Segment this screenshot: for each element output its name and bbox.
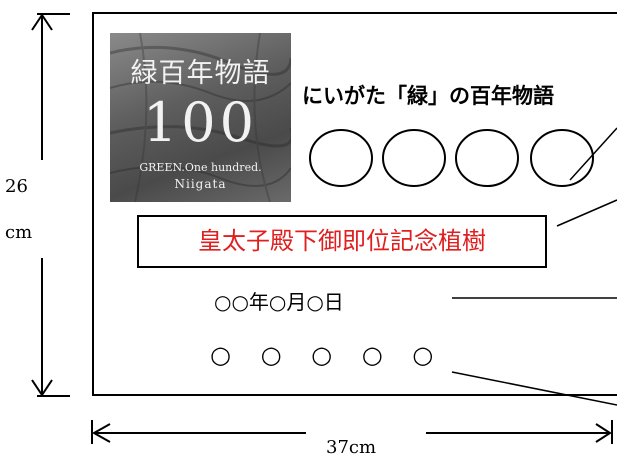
- logo-number: 100: [142, 91, 259, 154]
- planter-name-placeholder: ○ ○ ○ ○ ○: [210, 341, 445, 369]
- green-100-logo: 緑百年物語 100 GREEN.One hundred. Niigata: [110, 33, 291, 202]
- name-circle: [309, 129, 373, 187]
- width-label: 37cm: [326, 437, 377, 458]
- wood-grain-texture: [110, 33, 291, 202]
- height-arrowhead-up: [31, 13, 53, 31]
- leader-line-ceremony: [556, 199, 617, 227]
- signboard: [92, 12, 617, 396]
- width-arrowhead-right: [595, 423, 612, 443]
- height-arrowhead-down: [31, 379, 53, 397]
- name-circles: [309, 129, 594, 187]
- leader-line-planter: [451, 371, 617, 406]
- board-title: にいがた「緑」の百年物語: [302, 84, 554, 108]
- ceremony-text-box: 皇太子殿下御即位記念植樹: [137, 215, 547, 268]
- logo-subtitle: GREEN.One hundred.: [139, 161, 262, 174]
- name-circle: [382, 129, 446, 187]
- height-unit-label: cm: [5, 222, 33, 243]
- width-arrowhead-left: [91, 423, 111, 443]
- height-value-label: 26: [5, 176, 28, 197]
- name-circle: [455, 129, 519, 187]
- logo-place: Niigata: [174, 177, 227, 191]
- name-circle: [530, 129, 594, 187]
- leader-line-title: [569, 127, 617, 181]
- planting-date: ○○年○月○日: [214, 290, 344, 314]
- logo-title: 緑百年物語: [130, 58, 271, 89]
